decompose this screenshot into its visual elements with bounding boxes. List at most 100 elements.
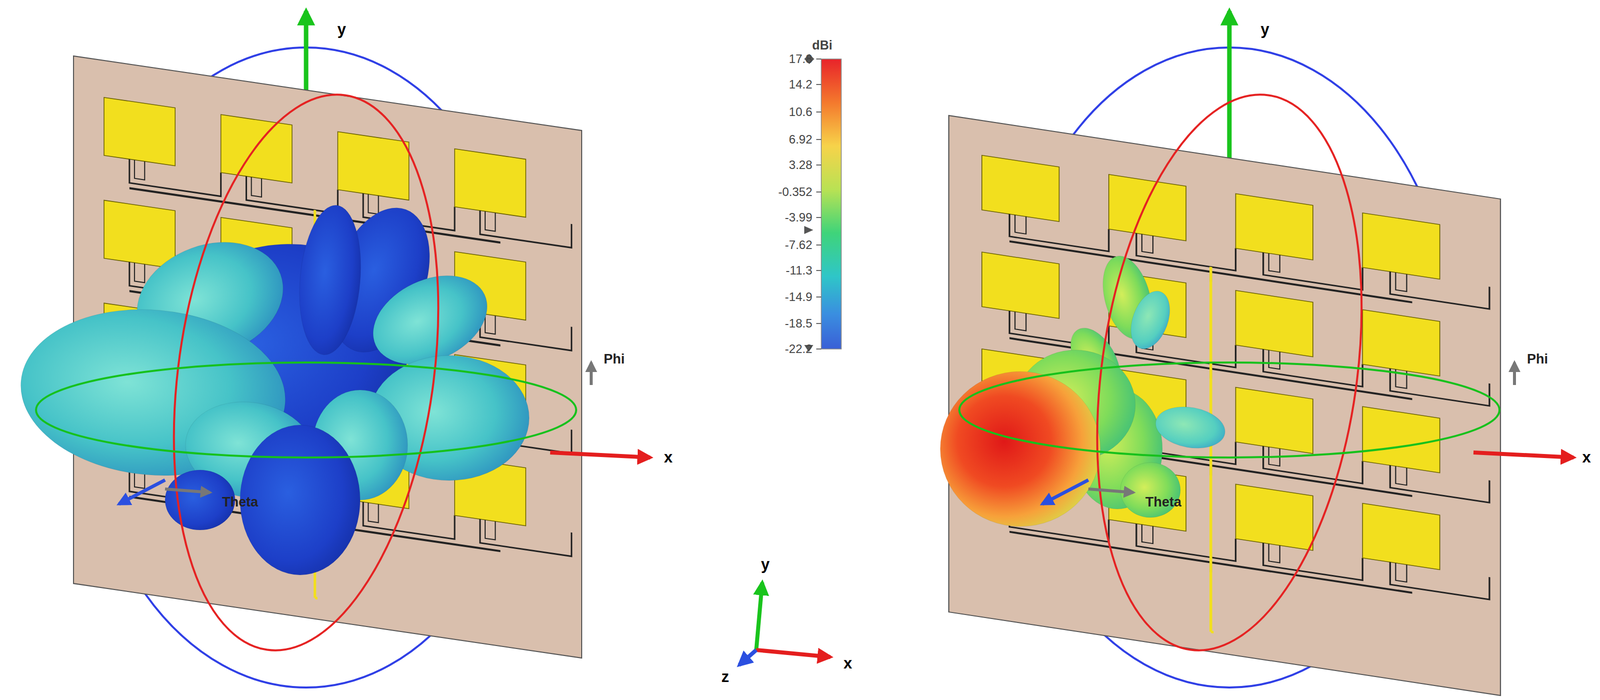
scale-tick xyxy=(816,164,822,166)
scale-tick xyxy=(816,217,822,219)
feed-inset xyxy=(368,502,379,523)
patch-element xyxy=(104,97,176,167)
patch-element xyxy=(221,114,293,184)
horizon-ring xyxy=(959,362,1500,458)
feed-inset xyxy=(485,211,496,232)
patch-element xyxy=(1362,503,1440,571)
z-axis-arrow xyxy=(119,480,166,505)
theta-ring xyxy=(1064,77,1395,668)
pattern-and-axes xyxy=(940,77,1574,668)
radiation-lobe xyxy=(1120,462,1181,518)
patch-element xyxy=(1362,213,1440,280)
feed-line xyxy=(1136,523,1236,562)
angle-label: Theta xyxy=(222,495,259,510)
axis-label: y xyxy=(760,556,770,573)
y-axis-arrow xyxy=(1227,11,1232,171)
angle-label: Theta xyxy=(1145,495,1182,510)
axis-triad xyxy=(739,582,831,666)
feed-inset xyxy=(1014,215,1026,235)
horizon-ring xyxy=(36,362,577,458)
feed-inset xyxy=(251,177,262,198)
angle-label: Phi xyxy=(603,352,625,367)
feed-inset xyxy=(1268,253,1280,273)
patch-element xyxy=(981,155,1059,223)
scale-tick xyxy=(816,296,822,298)
unit-label: dBi xyxy=(812,39,833,52)
z-axis-arrow xyxy=(1042,480,1089,505)
scale-value: -7.62 xyxy=(784,239,813,252)
feed-inset xyxy=(1395,466,1407,486)
main-feed xyxy=(1210,267,1214,633)
scale-value: 3.28 xyxy=(788,159,813,172)
feed-inset xyxy=(1268,544,1280,564)
pattern-and-axes xyxy=(14,77,651,668)
axis-label: x xyxy=(1581,449,1591,466)
scale-value: -11.3 xyxy=(785,264,813,277)
feed-inset xyxy=(485,314,496,335)
feed-inset xyxy=(1395,563,1407,583)
scale-tick xyxy=(816,348,822,350)
scale-value: 17.8 xyxy=(788,53,813,66)
axis-label: y xyxy=(337,21,346,38)
patch-element xyxy=(1235,193,1313,261)
scale-value: -18.5 xyxy=(784,317,813,330)
scale-tick xyxy=(816,270,822,272)
scale-tick xyxy=(816,244,822,246)
triad-x-arrow xyxy=(756,650,831,658)
scale-value: 14.2 xyxy=(788,78,813,91)
patch-element xyxy=(1108,174,1186,242)
theta-ring xyxy=(141,77,472,668)
feed-inset xyxy=(1395,272,1407,292)
patch-element xyxy=(337,131,409,201)
feed-inset xyxy=(1141,524,1153,544)
patch-element xyxy=(1235,387,1313,455)
feed-inset xyxy=(134,263,145,284)
theta-arrow xyxy=(165,489,211,493)
feed-line xyxy=(1136,233,1236,272)
patch-element xyxy=(1362,309,1440,377)
feed-inset xyxy=(368,194,379,215)
scale-tick xyxy=(816,191,822,193)
feed-inset xyxy=(1014,311,1026,331)
scale-value: -0.352 xyxy=(778,186,813,199)
scale-value: -14.9 xyxy=(784,291,813,304)
feed-line xyxy=(1389,562,1490,600)
triad-y-arrow xyxy=(756,582,763,651)
patch-element xyxy=(1235,484,1313,551)
patch-element xyxy=(1362,406,1440,474)
patch-element xyxy=(1235,290,1313,358)
feed-inset xyxy=(1268,350,1280,370)
feed-line xyxy=(1009,214,1109,252)
feed-inset xyxy=(134,160,145,181)
scale-tick xyxy=(816,139,822,141)
patch-element xyxy=(981,252,1059,319)
axis-label: y xyxy=(1260,21,1269,38)
x-axis-arrow xyxy=(1473,452,1574,458)
radiation-lobe xyxy=(293,202,367,358)
scale-tick xyxy=(816,111,822,113)
theta-arrow xyxy=(1088,489,1134,493)
scale-value: -3.99 xyxy=(784,211,813,224)
triad-z-arrow xyxy=(739,650,757,666)
level-marker xyxy=(804,226,814,235)
feed-line xyxy=(1263,543,1363,581)
radiation-lobe xyxy=(1152,401,1229,454)
angle-label: Phi xyxy=(1526,352,1548,367)
phi-arrow xyxy=(589,362,593,386)
scale-value: 10.6 xyxy=(788,106,813,119)
scale-value: 6.92 xyxy=(788,133,813,146)
patch-element xyxy=(104,200,176,270)
patch-element xyxy=(454,149,526,218)
feed-inset xyxy=(1141,234,1153,254)
feed-line xyxy=(1389,465,1490,504)
scale-tick xyxy=(816,323,822,325)
scale-value: -22.2 xyxy=(784,343,813,356)
feed-inset xyxy=(485,520,496,541)
x-axis-arrow xyxy=(550,452,651,458)
feed-line xyxy=(1389,271,1490,310)
color-scale-bar xyxy=(821,59,842,350)
axis-label: x xyxy=(843,655,852,672)
axis-label: z xyxy=(721,669,730,685)
feed-line xyxy=(1263,252,1363,291)
